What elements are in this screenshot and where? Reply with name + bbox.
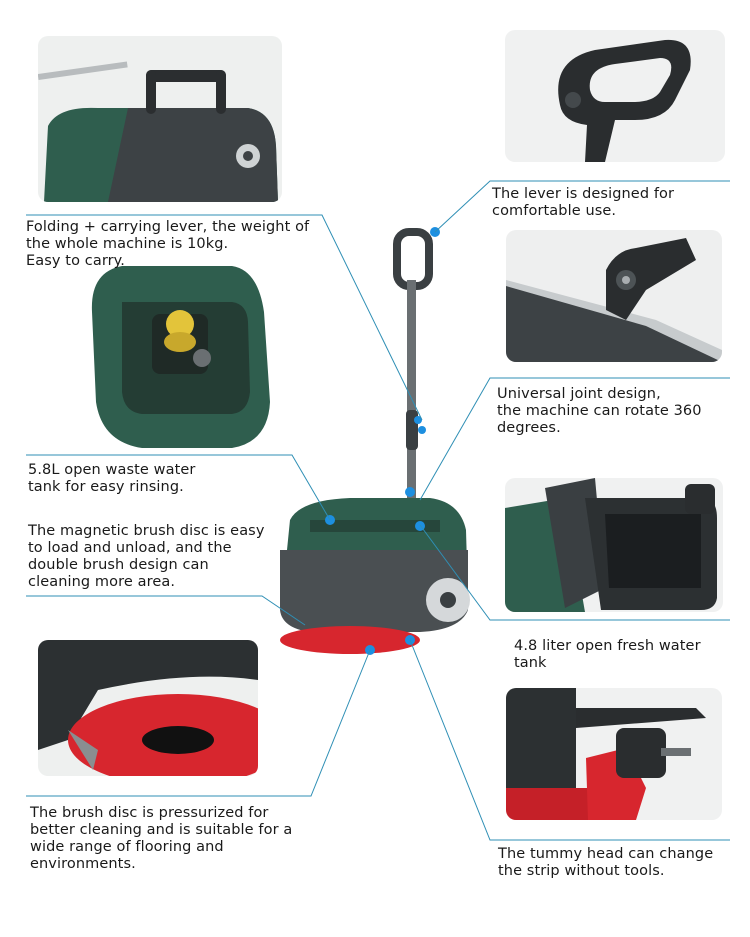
tummy-head-icon: [506, 688, 706, 820]
caption-lever-design: The lever is designed for comfortable us…: [492, 186, 675, 219]
lever-grip-icon: [558, 39, 691, 162]
caption-waste-tank: 5.8L open waste water tank for easy rins…: [28, 462, 196, 495]
joint-icon: [506, 238, 722, 362]
waste-tank-photo: [82, 252, 274, 452]
universal-joint-photo: [506, 230, 722, 362]
lever-handle-photo: [505, 30, 725, 162]
caption-fresh-tank: 4.8 liter open fresh water tank: [514, 638, 701, 671]
caption-universal-joint: Universal joint design, the machine can …: [497, 386, 702, 436]
caption-pressurized-disc: The brush disc is pressurized for better…: [30, 805, 293, 872]
machine-main-photo: [270, 220, 470, 660]
caption-carrying-lever: Folding + carrying lever, the weight of …: [26, 219, 310, 269]
machine-handle-icon: [38, 61, 278, 202]
floor-scrubber-icon: [280, 227, 470, 655]
fresh-tank-photo: [505, 478, 723, 612]
fresh-tank-icon: [505, 478, 717, 612]
waste-tank-icon: [91, 266, 270, 448]
caption-tummy-head: The tummy head can change the strip with…: [498, 846, 714, 879]
tummy-head-photo: [506, 688, 722, 820]
brush-disc-photo: [38, 640, 258, 776]
caption-magnetic-brush: The magnetic brush disc is easy to load …: [28, 523, 265, 590]
carry-handle-photo: [38, 36, 282, 202]
brush-disc-icon: [38, 640, 258, 776]
